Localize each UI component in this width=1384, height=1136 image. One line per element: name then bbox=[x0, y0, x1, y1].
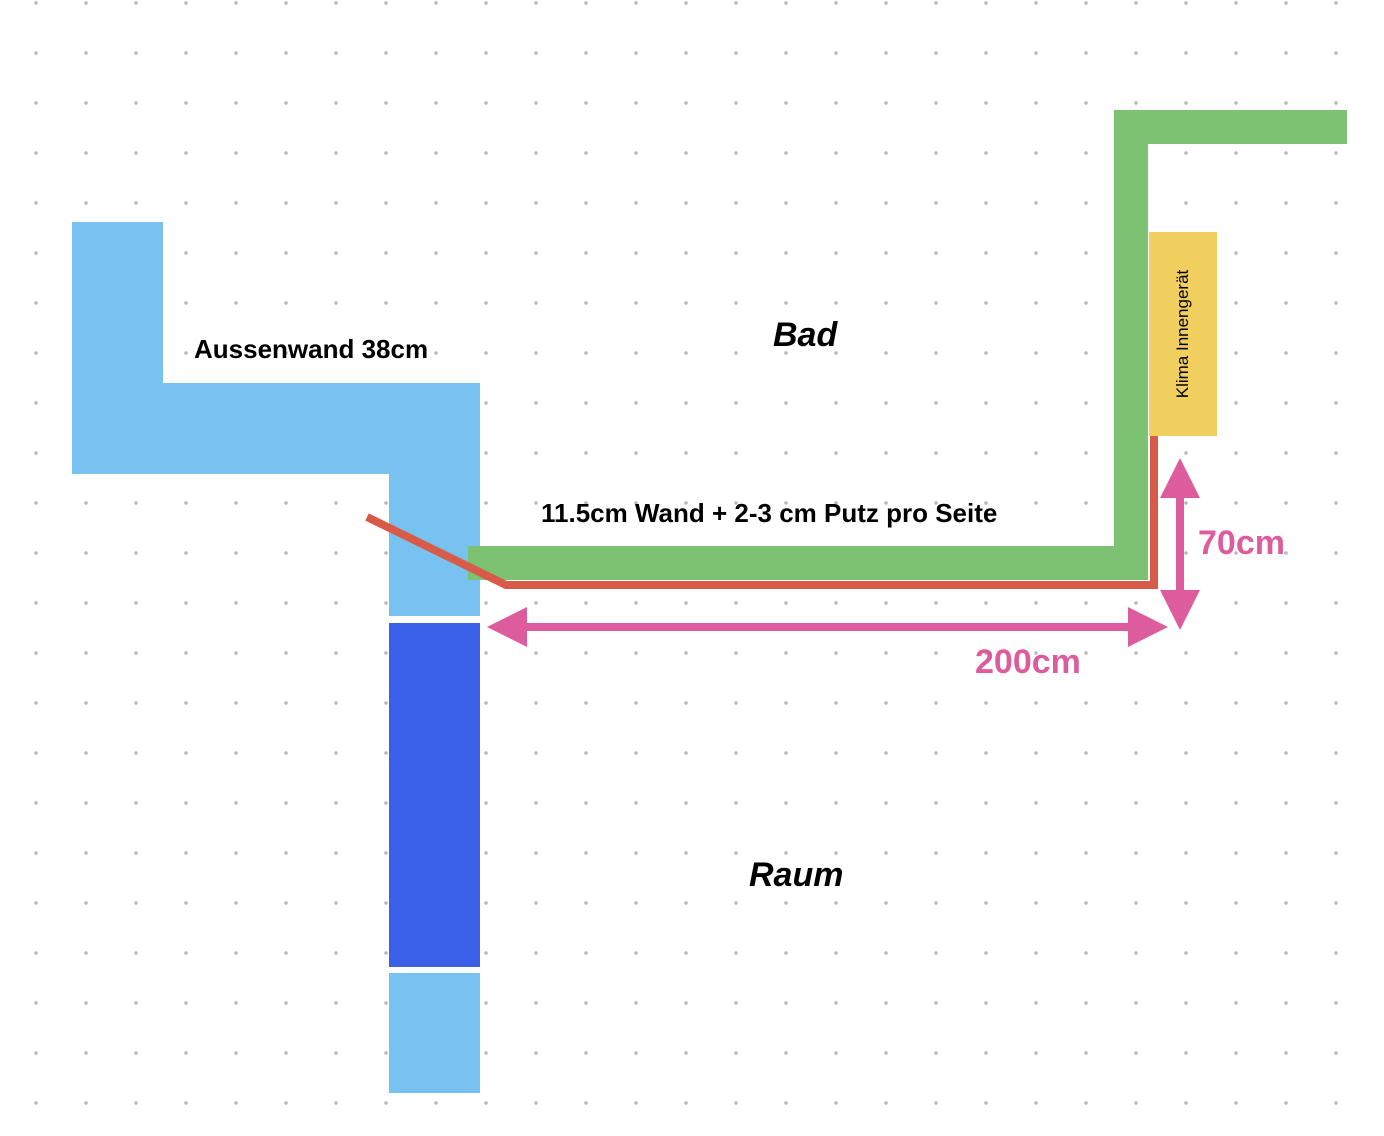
window-segment bbox=[389, 623, 480, 967]
planned-wall-line bbox=[365, 436, 1158, 589]
ac-unit-label: Klima Innengerät bbox=[1173, 269, 1192, 399]
dimension-label-width: 200cm bbox=[975, 643, 1081, 681]
outer-wall bbox=[72, 222, 480, 616]
dimension-label-depth: 70cm bbox=[1198, 524, 1285, 562]
arrow-double-horizontal-icon bbox=[487, 607, 1168, 647]
inner-wall-vertical bbox=[1114, 110, 1148, 580]
ac-unit-box bbox=[1149, 232, 1217, 436]
arrow-double-vertical-icon bbox=[1160, 458, 1200, 630]
outer-wall-lower bbox=[389, 973, 480, 1093]
inner-wall-label: 11.5cm Wand + 2-3 cm Putz pro Seite bbox=[541, 498, 998, 528]
inner-wall-top bbox=[1114, 110, 1347, 144]
inner-wall-horizontal bbox=[468, 546, 1148, 580]
room-label-bad: Bad bbox=[773, 316, 838, 354]
room-label-raum: Raum bbox=[749, 856, 844, 894]
outer-wall-label: Aussenwand 38cm bbox=[194, 334, 429, 364]
